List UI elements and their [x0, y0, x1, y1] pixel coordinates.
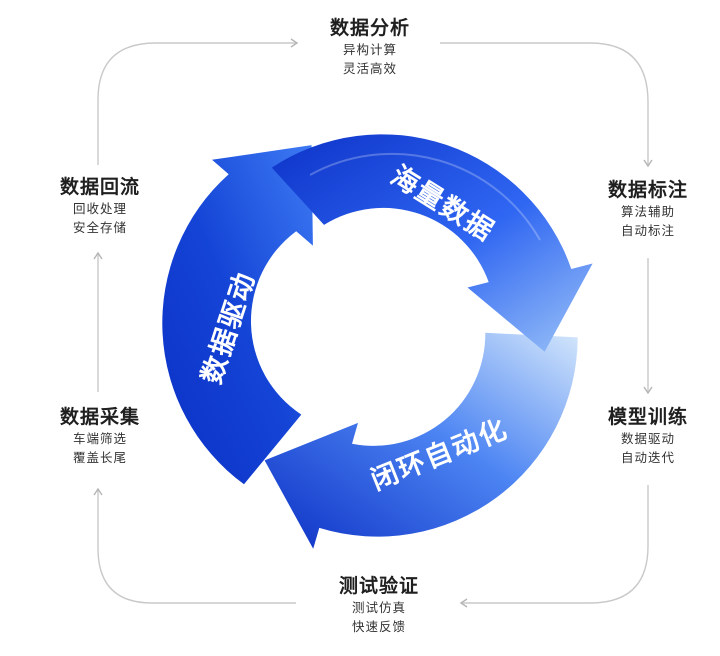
central-ring: 海量数据 数据驱动 闭环自动化	[162, 134, 593, 549]
node-title: 数据标注	[607, 179, 688, 201]
flow-training-to-testing	[459, 485, 649, 608]
flow-testing-to-collection	[93, 487, 296, 604]
node-line-2: 覆盖长尾	[72, 450, 127, 465]
flow-analysis-to-labeling	[440, 42, 653, 168]
node-line-2: 快速反馈	[351, 619, 406, 634]
node-line-1: 算法辅助	[620, 204, 675, 219]
node-data-labeling: 数据标注 算法辅助 自动标注	[588, 178, 708, 240]
node-test-validation: 测试验证 测试仿真 快速反馈	[319, 574, 439, 636]
node-line-2: 安全存储	[72, 220, 127, 235]
node-line-2: 自动迭代	[620, 450, 675, 465]
ring-arrow-bottom	[264, 332, 578, 549]
node-line-1: 异构计算	[342, 42, 397, 57]
node-data-backflow: 数据回流 回收处理 安全存储	[40, 175, 160, 237]
ring-arrow-top	[271, 134, 593, 352]
ring-arrow-left	[162, 145, 313, 485]
node-title: 模型训练	[607, 406, 688, 428]
node-line-1: 数据驱动	[620, 431, 675, 446]
node-title: 数据分析	[329, 17, 410, 39]
node-line-2: 灵活高效	[342, 61, 397, 76]
node-line-1: 车端筛选	[72, 431, 127, 446]
flow-backflow-to-analysis	[97, 38, 299, 165]
node-title: 数据采集	[59, 406, 140, 428]
node-title: 数据回流	[59, 176, 140, 198]
node-line-1: 回收处理	[72, 201, 127, 216]
node-data-analysis: 数据分析 异构计算 灵活高效	[310, 16, 430, 78]
outer-flow-lines	[93, 38, 653, 608]
node-line-1: 测试仿真	[351, 600, 406, 615]
ring-highlight	[309, 152, 541, 241]
node-title: 测试验证	[338, 575, 419, 597]
node-line-2: 自动标注	[620, 223, 675, 238]
node-data-collection: 数据采集 车端筛选 覆盖长尾	[40, 405, 160, 467]
node-model-training: 模型训练 数据驱动 自动迭代	[588, 405, 708, 467]
